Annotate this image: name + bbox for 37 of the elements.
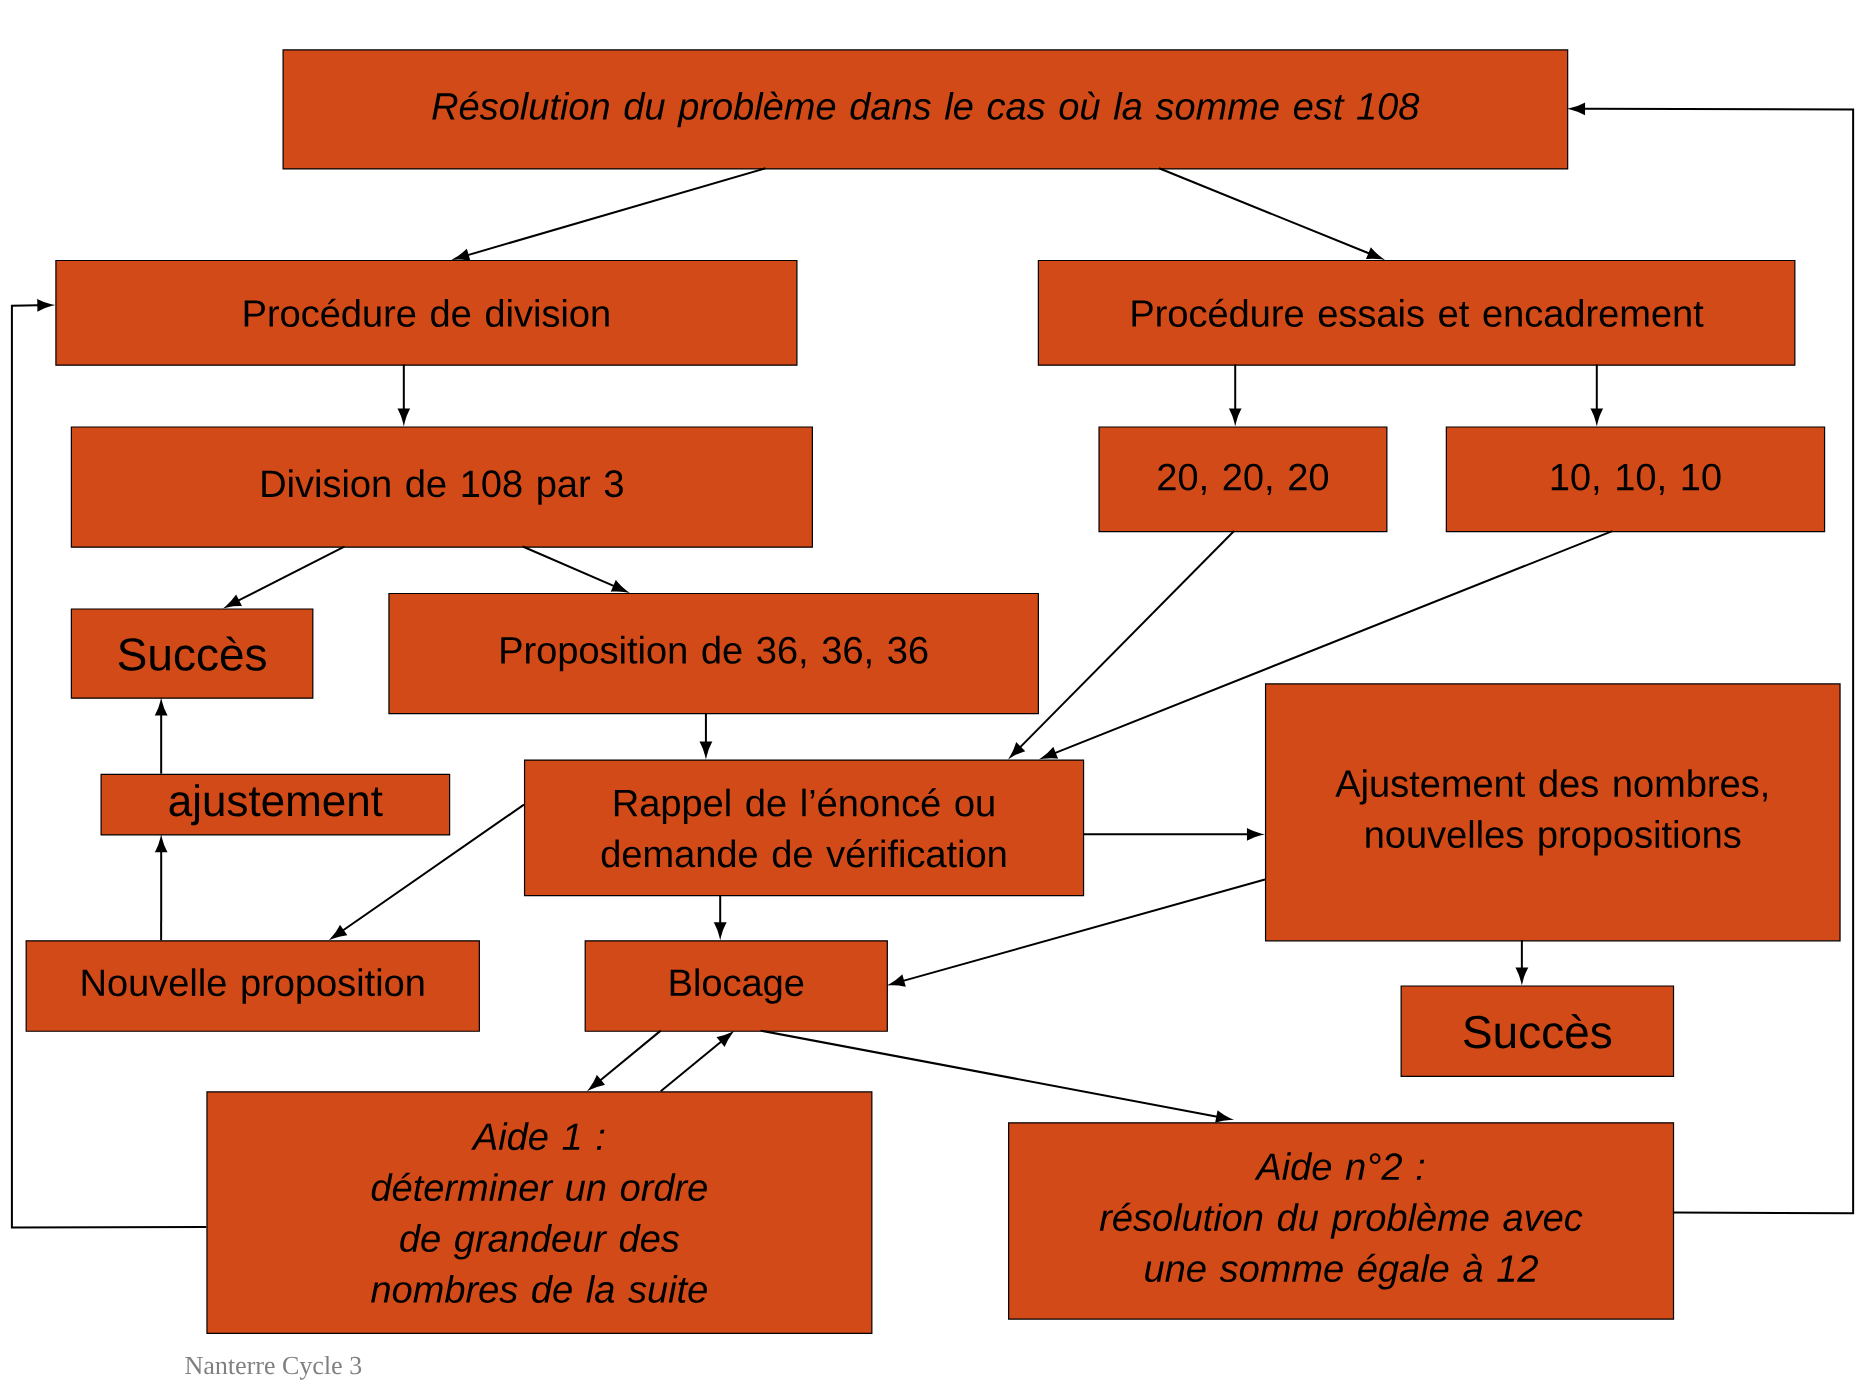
arrow [155, 837, 167, 942]
arrow [1041, 530, 1614, 760]
arrow [398, 363, 410, 424]
process-box: ajustement [100, 773, 451, 836]
arrow [10, 299, 208, 1229]
arrow [521, 545, 627, 593]
arrow [1158, 167, 1383, 260]
arrow [1010, 530, 1236, 758]
process-box: Nouvelle proposition [25, 940, 480, 1033]
arrow [1570, 103, 1855, 1215]
arrow [225, 545, 346, 608]
arrow [589, 1029, 662, 1090]
process-box: Aide 1 : déterminer un ordre de grandeur des nombres de la suite [206, 1091, 873, 1335]
arrow [700, 712, 712, 757]
process-box: Succès [1400, 985, 1675, 1078]
arrow [889, 878, 1266, 987]
arrow [331, 803, 525, 939]
process-box: Résolution du problème dans le cas où la somme est 108 [282, 49, 1569, 170]
process-box: Ajustement des nombres, nouvelles propositions [1264, 683, 1841, 942]
arrow [454, 167, 767, 261]
process-box: Blocage [584, 940, 888, 1033]
arrow [714, 894, 726, 938]
arrow [1081, 828, 1262, 841]
process-box: Proposition de 36, 36, 36 [388, 593, 1039, 715]
arrow [1591, 363, 1603, 424]
arrow [1229, 363, 1241, 424]
process-box: 20, 20, 20 [1098, 426, 1388, 533]
process-box: Succès [70, 608, 314, 699]
arrow [659, 1032, 733, 1093]
process-box: Rappel de l’énoncé ou demande de vérification [523, 759, 1085, 897]
process-box: Division de 108 par 3 [70, 426, 813, 548]
process-box: Aide n°2 : résolution du problème avec une somme égale à 12 [1008, 1122, 1675, 1320]
process-box: Procédure de division [55, 260, 798, 366]
process-box: 10, 10, 10 [1445, 426, 1826, 533]
arrow [1516, 939, 1528, 983]
arrow [759, 1029, 1231, 1123]
process-box: Procédure essais et encadrement [1037, 260, 1796, 366]
